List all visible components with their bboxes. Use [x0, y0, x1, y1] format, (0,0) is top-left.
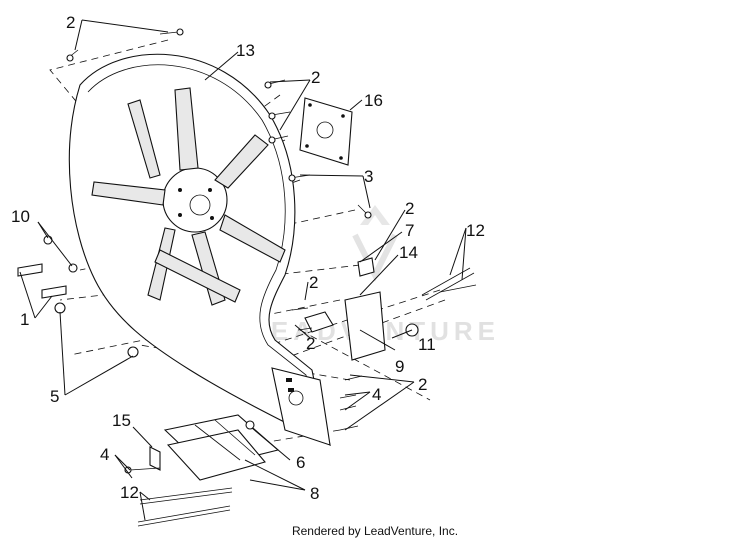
callout-13: 13 [236, 41, 255, 60]
callout-10: 10 [11, 207, 30, 226]
callout-7: 7 [405, 221, 414, 240]
callout-14: 14 [399, 243, 418, 262]
callout-4: 4 [372, 385, 381, 404]
callout-1: 1 [20, 310, 29, 329]
callout-16: 16 [364, 91, 383, 110]
bearing-plate [299, 97, 353, 166]
callout-11: 11 [418, 335, 436, 354]
callout-2: 2 [311, 68, 320, 87]
callout-9: 9 [395, 357, 404, 376]
callout-2: 2 [405, 199, 414, 218]
callout-15: 15 [112, 411, 131, 430]
leader-lines [19, 19, 467, 521]
callout-6: 6 [296, 453, 305, 472]
callout-8: 8 [310, 484, 319, 503]
callout-12: 12 [120, 483, 139, 502]
callout-3: 3 [364, 167, 373, 186]
chute-bracket [304, 257, 419, 361]
hardware [17, 28, 477, 527]
callout-5: 5 [50, 387, 59, 406]
callout-12: 12 [466, 221, 485, 240]
callout-2: 2 [66, 13, 75, 32]
blower-housing [68, 53, 331, 447]
callout-4: 4 [100, 445, 109, 464]
impeller-wheel [91, 87, 286, 306]
callout-2: 2 [306, 334, 315, 353]
deflector-assembly [149, 414, 280, 481]
callout-labels: 2 13 2 16 3 2 7 14 12 10 1 2 2 11 9 5 2 … [11, 13, 485, 503]
rendered-by-footer: Rendered by LeadVenture, Inc. [291, 524, 459, 538]
callout-2: 2 [418, 375, 427, 394]
callout-2: 2 [309, 273, 318, 292]
